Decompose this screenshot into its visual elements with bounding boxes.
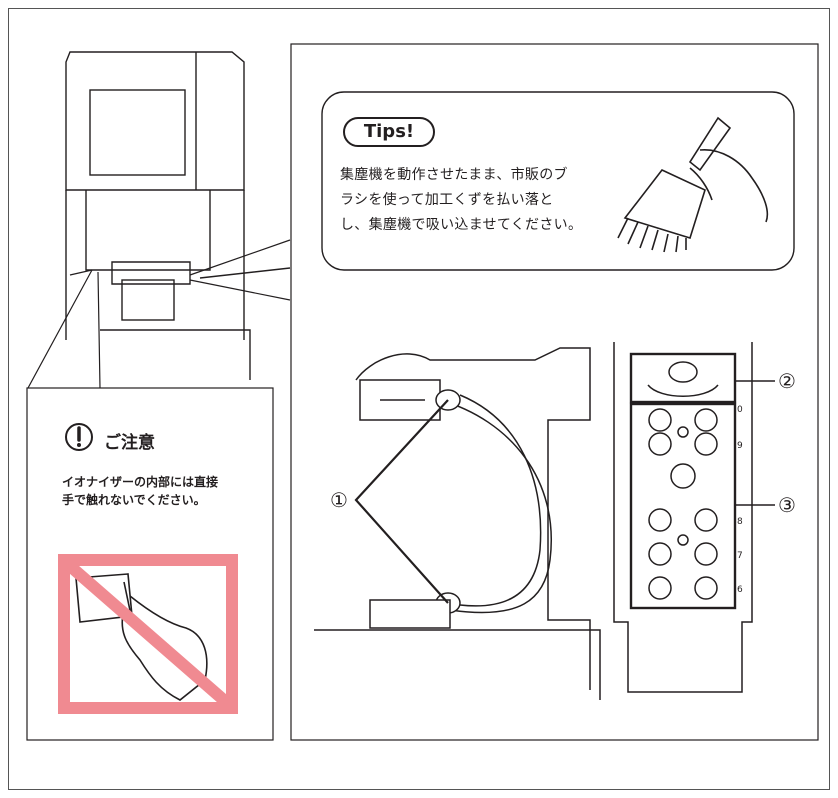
tips-text: 集塵機を動作させたまま、市販のブ ラシを使って加工くずを払い落と し、集塵機で吸… [340, 163, 610, 238]
ionizer-arm-illustration [314, 347, 601, 700]
callout-2: ② [778, 369, 796, 393]
zoom-connectors [27, 239, 291, 389]
tips-line: し、集塵機で吸い込ませてください。 [340, 217, 583, 233]
prohibition-sign [58, 554, 238, 714]
caution-line: 手で触れないでください。 [62, 493, 206, 507]
callout-1-lines [354, 399, 449, 604]
side-number: 9 [737, 441, 743, 451]
caution-title: ご注意 [104, 433, 155, 453]
exclamation-icon [65, 423, 93, 451]
caution-line: イオナイザーの内部には直接 [62, 475, 219, 489]
caution-text: イオナイザーの内部には直接 手で触れないでください。 [62, 473, 272, 509]
brush-icon [617, 116, 769, 253]
side-number: 8 [737, 517, 743, 527]
callout-1: ① [330, 488, 348, 512]
tips-line: 集塵機を動作させたまま、市販のブ [340, 167, 568, 183]
tips-badge: Tips! [343, 117, 435, 147]
figure-frame [8, 8, 830, 790]
callout-3: ③ [778, 493, 796, 517]
callout-2-3-lines [735, 380, 775, 506]
side-number: 0 [737, 405, 743, 415]
filter-cartridge [613, 342, 753, 693]
side-number: 7 [737, 551, 743, 561]
machine-overview [65, 51, 291, 380]
side-number: 6 [737, 585, 743, 595]
tips-line: ラシを使って加工くずを払い落と [340, 192, 554, 208]
